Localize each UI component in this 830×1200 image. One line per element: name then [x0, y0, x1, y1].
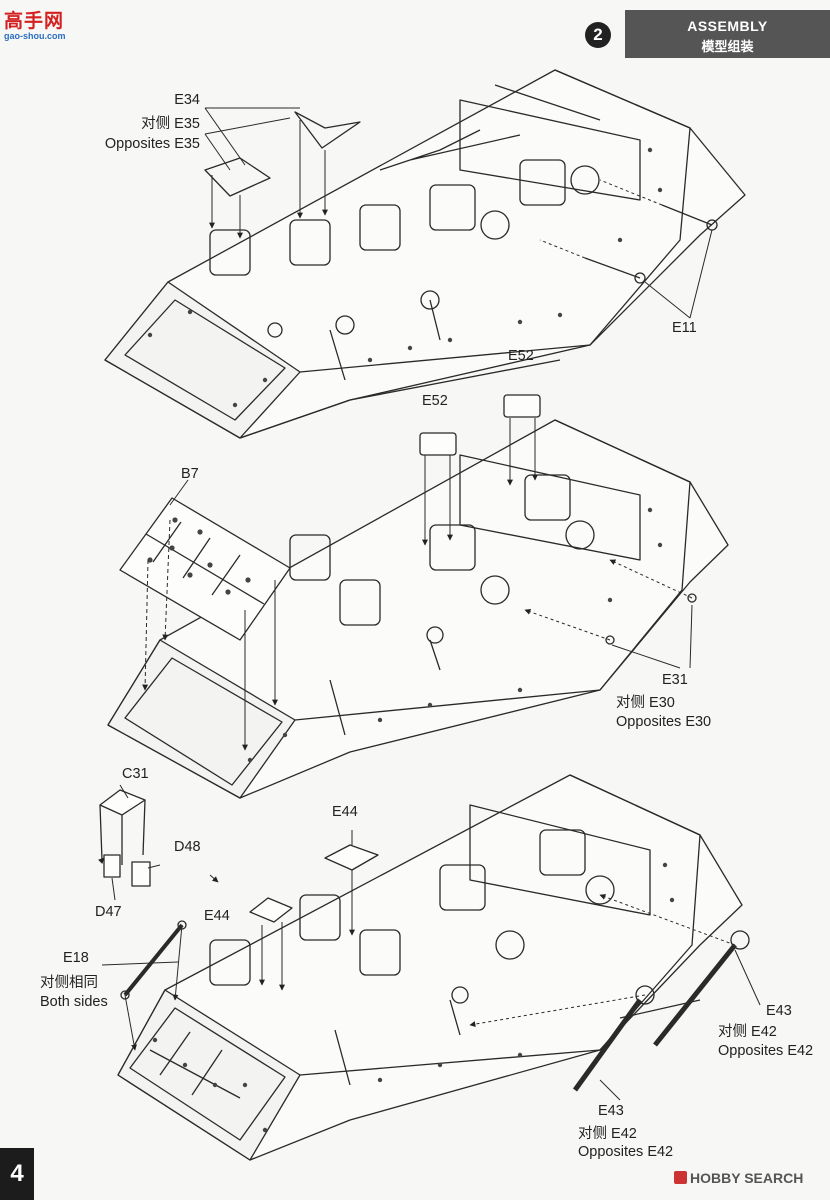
watermark-text: HOBBY SEARCH [690, 1170, 804, 1186]
bolts-step1 [147, 147, 663, 408]
section-header: ASSEMBLY 模型组装 [625, 10, 830, 58]
hull-step3 [99, 774, 750, 1161]
label-e42-bottom-en: Opposites E42 [578, 1144, 674, 1160]
bolts-step3 [152, 862, 675, 1133]
label-e18: E18 [63, 950, 89, 966]
suspension-units-step2 [289, 474, 595, 736]
step-number-badge: 2 [585, 22, 611, 48]
label-b7: B7 [181, 466, 199, 482]
shaft-parts-e11 [584, 204, 718, 284]
label-d48: D48 [174, 839, 201, 855]
label-e30-cn: 对侧 E30 [616, 695, 675, 711]
shock-parts-e43 [572, 930, 750, 1092]
label-c31: C31 [122, 766, 149, 782]
watermark: HOBBY SEARCH [674, 1170, 803, 1186]
label-d47: D47 [95, 904, 122, 920]
hull-step1 [104, 69, 746, 439]
site-logo-name: 高手网 [4, 10, 65, 32]
hull-step2 [107, 394, 729, 799]
site-logo: 高手网 gao-shou.com [4, 6, 84, 41]
page-number: 4 [0, 1148, 34, 1200]
label-e44-bottom: E44 [204, 908, 230, 924]
bolts-step2 [247, 507, 663, 763]
section-title-cn: 模型组装 [701, 40, 754, 55]
suspension-units-step1 [209, 129, 600, 381]
label-e52-left: E52 [422, 393, 448, 409]
site-logo-url: gao-shou.com [4, 31, 66, 41]
label-e35-en: Opposites E35 [104, 136, 200, 152]
label-e52-right: E52 [508, 348, 534, 364]
bracket-part-c31 [99, 789, 151, 887]
label-both-sides-en: Both sides [40, 994, 108, 1010]
label-e42-bottom-cn: 对侧 E42 [578, 1126, 637, 1142]
wishbone-parts-e34 [204, 111, 361, 197]
label-e42-right-cn: 对侧 E42 [718, 1024, 777, 1040]
label-e43-right: E43 [766, 1003, 792, 1019]
leaders-step1 [204, 107, 713, 319]
plate-parts-e44 [249, 844, 379, 923]
pin-parts-e31 [605, 593, 697, 645]
label-e30-en: Opposites E30 [616, 714, 712, 730]
suspension-units-step3 [209, 829, 615, 1086]
plate-part-b7 [119, 497, 291, 641]
label-both-sides-cn: 对侧相同 [40, 975, 98, 991]
leaders-step3 [98, 784, 761, 1101]
label-e43-bottom: E43 [598, 1103, 624, 1119]
label-e35-cn: 对侧 E35 [141, 116, 200, 132]
label-e31: E31 [662, 672, 688, 688]
label-e11: E11 [672, 320, 697, 336]
leaders-step2 [142, 418, 693, 751]
section-title-en: ASSEMBLY [687, 18, 768, 34]
block-parts-e52 [419, 394, 541, 456]
label-e44-top: E44 [332, 804, 358, 820]
label-e34: E34 [174, 92, 200, 108]
label-e42-right-en: Opposites E42 [718, 1043, 814, 1059]
watermark-logo-icon [674, 1171, 687, 1184]
